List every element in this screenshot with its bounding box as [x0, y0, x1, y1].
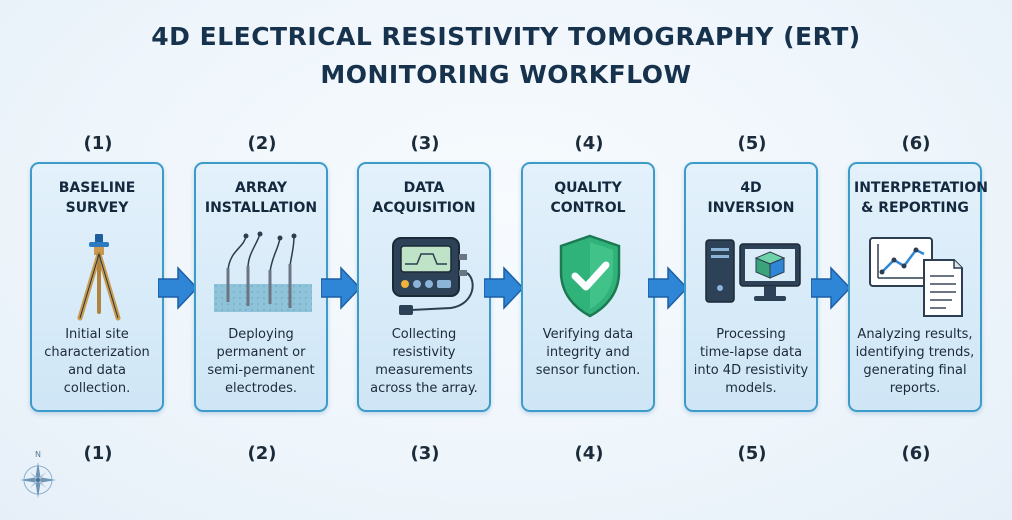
step-card-data-acquisition: DATA ACQUISITION Collecting resistivity … — [357, 162, 491, 412]
compass-rose-icon: N — [20, 450, 56, 498]
step-5-heading: 4D INVERSION — [690, 178, 812, 218]
step-3-number-top: (3) — [410, 133, 440, 154]
step-card-4d-inversion: 4D INVERSION Processing time-lapse data … — [684, 162, 818, 412]
step-1-heading-line-2: SURVEY — [65, 200, 129, 216]
step-card-array-installation: ARRAY INSTALLATION Deploying permanent o… — [194, 162, 328, 412]
step-6-heading-line-2: & REPORTING — [861, 200, 969, 216]
step-2-desc-line-1: Deploying — [228, 327, 294, 342]
step-6-desc-line-1: Analyzing results, — [857, 327, 973, 342]
compass-north-label: N — [35, 450, 41, 459]
step-4-heading-line-2: CONTROL — [550, 200, 626, 216]
step-3-heading-line-2: ACQUISITION — [372, 200, 476, 216]
step-4-heading-line-1: QUALITY — [554, 180, 622, 196]
step-1-heading: BASELINE SURVEY — [36, 178, 158, 218]
flow-arrow-3-to-4 — [484, 266, 524, 310]
step-6-heading-line-1: INTERPRETATION — [854, 180, 989, 196]
step-3-heading-line-1: DATA — [403, 180, 445, 196]
step-5-desc-line-3: into 4D resistivity — [693, 363, 809, 378]
step-2-heading-line-1: ARRAY — [234, 180, 288, 196]
step-5-heading-line-1: 4D — [740, 180, 762, 196]
flow-arrow-2-to-3 — [321, 266, 361, 310]
flow-arrow-1-to-2 — [158, 266, 198, 310]
step-3-description: Collecting resistivity measurements acro… — [361, 326, 487, 398]
step-card-interpretation-reporting: INTERPRETATION & REPORTING Analyzing res… — [848, 162, 989, 412]
flow-arrow-5-to-6 — [811, 266, 851, 310]
computer-cube-icon — [705, 239, 801, 303]
step-3-desc-line-2: resistivity — [392, 345, 456, 360]
title-line-2: MONITORING WORKFLOW — [320, 60, 692, 89]
chart-report-icon — [869, 237, 963, 317]
step-card-quality-control: QUALITY CONTROL Verifying data integrity… — [521, 162, 655, 412]
step-3-desc-line-4: across the array. — [370, 381, 478, 396]
step-5-heading-line-2: INVERSION — [707, 200, 795, 216]
step-2-number-top: (2) — [247, 133, 277, 154]
step-3-number-bottom: (3) — [410, 443, 440, 464]
step-1-number-bottom: (1) — [83, 443, 113, 464]
step-2-desc-line-3: semi-permanent — [207, 363, 315, 378]
step-1-desc-line-4: collection. — [63, 381, 131, 396]
step-4-desc-line-3: sensor function. — [535, 363, 641, 378]
step-5-description: Processing time-lapse data into 4D resis… — [688, 326, 814, 398]
title-line-1: 4D ELECTRICAL RESISTIVITY TOMOGRAPHY (ER… — [151, 22, 861, 51]
step-4-description: Verifying data integrity and sensor func… — [525, 326, 651, 380]
step-2-desc-line-2: permanent or — [216, 345, 306, 360]
step-6-desc-line-4: reports. — [889, 381, 941, 396]
step-3-desc-line-1: Collecting — [391, 327, 457, 342]
step-6-number-top: (6) — [901, 133, 931, 154]
step-4-number-top: (4) — [574, 133, 604, 154]
shield-check-icon — [559, 234, 621, 318]
step-6-desc-line-2: identifying trends, — [855, 345, 975, 360]
step-1-desc-line-1: Initial site — [65, 327, 129, 342]
step-3-heading: DATA ACQUISITION — [363, 178, 485, 218]
step-4-heading: QUALITY CONTROL — [527, 178, 649, 218]
step-2-description: Deploying permanent or semi-permanent el… — [198, 326, 324, 398]
flow-arrow-4-to-5 — [648, 266, 688, 310]
step-6-number-bottom: (6) — [901, 443, 931, 464]
step-4-desc-line-1: Verifying data — [542, 327, 634, 342]
step-1-desc-line-2: characterization — [44, 345, 150, 360]
step-3-desc-line-3: measurements — [375, 363, 473, 378]
step-1-heading-line-1: BASELINE — [58, 180, 136, 196]
step-1-number-top: (1) — [83, 133, 113, 154]
step-5-number-top: (5) — [737, 133, 767, 154]
step-2-number-bottom: (2) — [247, 443, 277, 464]
step-5-number-bottom: (5) — [737, 443, 767, 464]
step-4-number-bottom: (4) — [574, 443, 604, 464]
step-6-description: Analyzing results, identifying trends, g… — [852, 326, 978, 398]
step-6-desc-line-3: generating final — [863, 363, 967, 378]
step-2-heading: ARRAY INSTALLATION — [200, 178, 322, 218]
step-1-desc-line-3: and data — [68, 363, 126, 378]
step-5-desc-line-1: Processing — [716, 327, 786, 342]
step-2-desc-line-4: electrodes. — [224, 381, 298, 396]
step-4-desc-line-2: integrity and — [546, 345, 630, 360]
step-card-baseline-survey: BASELINE SURVEY Initial site characteriz… — [30, 162, 164, 412]
tripod-icon — [77, 234, 121, 321]
step-2-heading-line-2: INSTALLATION — [204, 200, 318, 216]
resistivity-meter-icon — [392, 237, 474, 315]
step-5-desc-line-2: time-lapse data — [699, 345, 803, 360]
electrodes-icon — [214, 231, 312, 312]
step-5-desc-line-4: models. — [725, 381, 777, 396]
step-6-heading: INTERPRETATION & REPORTING — [854, 178, 989, 218]
step-1-description: Initial site characterization and data c… — [34, 326, 160, 398]
